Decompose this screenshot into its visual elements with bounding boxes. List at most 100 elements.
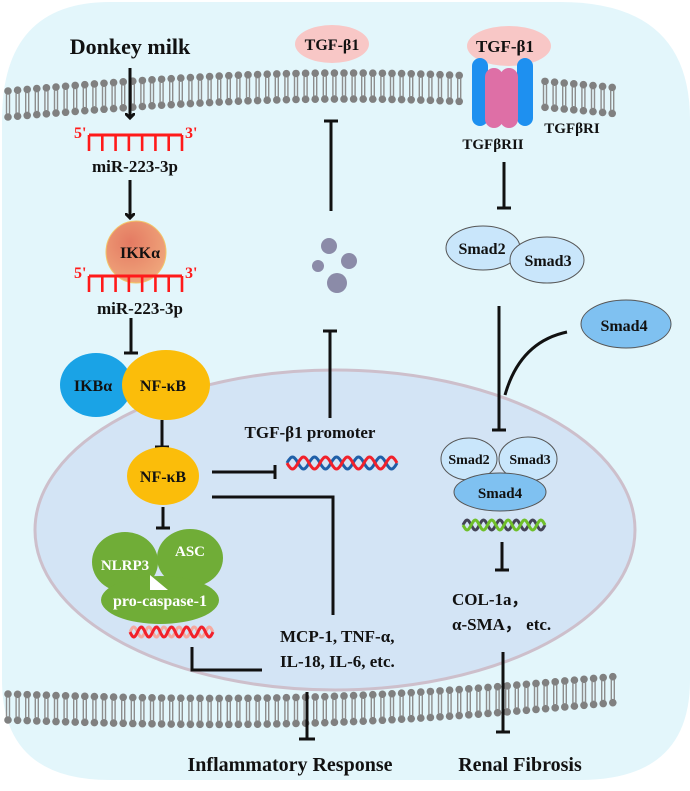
lipid-unit: [378, 690, 387, 725]
ikk-alpha-label: IKKα: [120, 245, 160, 262]
svg-text:5': 5': [74, 265, 86, 282]
lipid-unit: [426, 687, 435, 722]
lipid-unit: [148, 76, 156, 110]
lipid-unit: [148, 694, 156, 728]
mirna-icon-top: 5' 3': [74, 125, 197, 151]
lipid-unit: [263, 694, 272, 728]
lipid-unit: [359, 69, 368, 103]
ikb-alpha-label: IKBα: [74, 378, 112, 395]
lipid-unit: [205, 694, 214, 729]
lipid-unit: [513, 681, 521, 715]
lipid-unit: [608, 83, 616, 118]
tgf-beta-receptor: [467, 26, 551, 128]
lipid-unit: [273, 70, 281, 104]
lipid-unit: [330, 692, 339, 727]
lipid-unit: [282, 69, 291, 104]
lipid-unit: [589, 674, 598, 709]
lipid-unit: [388, 69, 396, 104]
lipid-unit: [589, 81, 597, 116]
nfkb-nuclear-label: NF-κB: [140, 469, 187, 486]
mirna-label-top: miR-223-3p: [92, 157, 178, 176]
lipid-unit: [407, 688, 416, 723]
lipid-unit: [369, 690, 377, 725]
lipid-unit: [225, 694, 233, 729]
lipid-unit: [417, 70, 425, 104]
lipid-unit: [311, 69, 320, 103]
dna-icon-inflammasome: [128, 625, 215, 639]
dna-strand: [461, 518, 547, 532]
cytokines-label-line2: IL-18, IL-6, etc.: [280, 652, 395, 671]
lipid-unit: [397, 69, 406, 104]
lipid-unit: [484, 683, 492, 718]
lipid-unit: [551, 678, 559, 712]
renal-fibrosis-label: Renal Fibrosis: [458, 754, 582, 776]
inhibit-promoter-to-vesicles: [323, 329, 337, 418]
asc-label: ASC: [175, 544, 205, 560]
inhibit-smad-translocation: [492, 306, 506, 432]
lipid-unit: [503, 682, 512, 716]
lipid-unit: [445, 686, 454, 721]
lipid-unit: [109, 693, 118, 727]
ikb-alpha-node: [60, 353, 132, 417]
lipid-unit: [33, 691, 41, 725]
lipid-unit: [13, 86, 22, 120]
lipid-unit: [234, 71, 243, 106]
dna-icon-smad-target: [461, 518, 547, 532]
lipid-unit: [157, 75, 166, 110]
lipid-unit: [292, 693, 300, 728]
svg-text:5': 5': [74, 125, 86, 142]
inhibit-genes-to-fibrosis: [496, 652, 510, 734]
lipid-unit: [42, 691, 51, 726]
lipid-unit: [23, 690, 32, 725]
smad4-cyto-node: [580, 299, 672, 349]
inhibit-secretion: [324, 119, 338, 211]
lipid-unit: [532, 679, 540, 714]
lipid-unit: [81, 80, 89, 115]
lipid-unit: [417, 688, 425, 722]
lipid-unit: [570, 676, 579, 710]
smad3-nuc-label: Smad3: [509, 453, 550, 468]
pro-caspase-1-label: pro-caspase-1: [113, 593, 207, 610]
lipid-unit: [100, 79, 108, 114]
lipid-unit: [4, 690, 12, 724]
lipid-unit: [129, 693, 137, 728]
lipid-unit: [493, 682, 502, 717]
smad4-joining-curve: [503, 330, 568, 396]
svg-text:3': 3': [185, 265, 197, 282]
nlrp3-label: NLRP3: [101, 558, 149, 574]
lipid-unit: [273, 694, 281, 728]
lipid-unit: [579, 80, 588, 115]
lipid-unit: [138, 693, 147, 728]
lipid-unit: [263, 70, 272, 105]
lipid-unit: [426, 70, 435, 105]
lipid-unit: [42, 84, 51, 118]
lipid-unit: [253, 694, 262, 728]
lipid-unit: [599, 673, 607, 708]
lipid-unit: [90, 692, 99, 727]
lipid-unit: [177, 694, 185, 729]
inflammasome-complex: [92, 529, 223, 624]
nfkb-nuclear-node: [127, 447, 199, 505]
nfkb-complex-node: [122, 350, 210, 420]
lipid-unit: [71, 692, 79, 726]
tgf-beta1-bound-label: TGF-β1: [476, 37, 534, 56]
lipid-unit: [81, 692, 89, 727]
lipid-unit: [580, 675, 588, 710]
tgfbr1-label: TGFβRI: [544, 121, 600, 137]
lipid-unit: [186, 73, 195, 108]
secretory-vesicles-icon: [312, 238, 357, 293]
tgf-promoter-label: TGF-β1 promoter: [245, 423, 376, 442]
mirna-icon-bottom: 5' 3': [74, 265, 197, 292]
lipid-unit: [436, 687, 444, 721]
tgf-beta1-free-ligand: [295, 25, 369, 63]
inhibit-nfkb-to-inflammasome: [156, 507, 170, 530]
inhibit-cytokines-to-inflammation: [299, 692, 315, 741]
smad3-cyto-node: [509, 236, 585, 284]
lipid-unit: [330, 69, 339, 103]
lipid-unit: [109, 78, 118, 113]
lipid-unit: [369, 69, 377, 103]
lipid-unit: [340, 69, 348, 103]
nfkb-complex-label: NF-κB: [140, 378, 187, 395]
lipid-unit: [52, 83, 60, 117]
